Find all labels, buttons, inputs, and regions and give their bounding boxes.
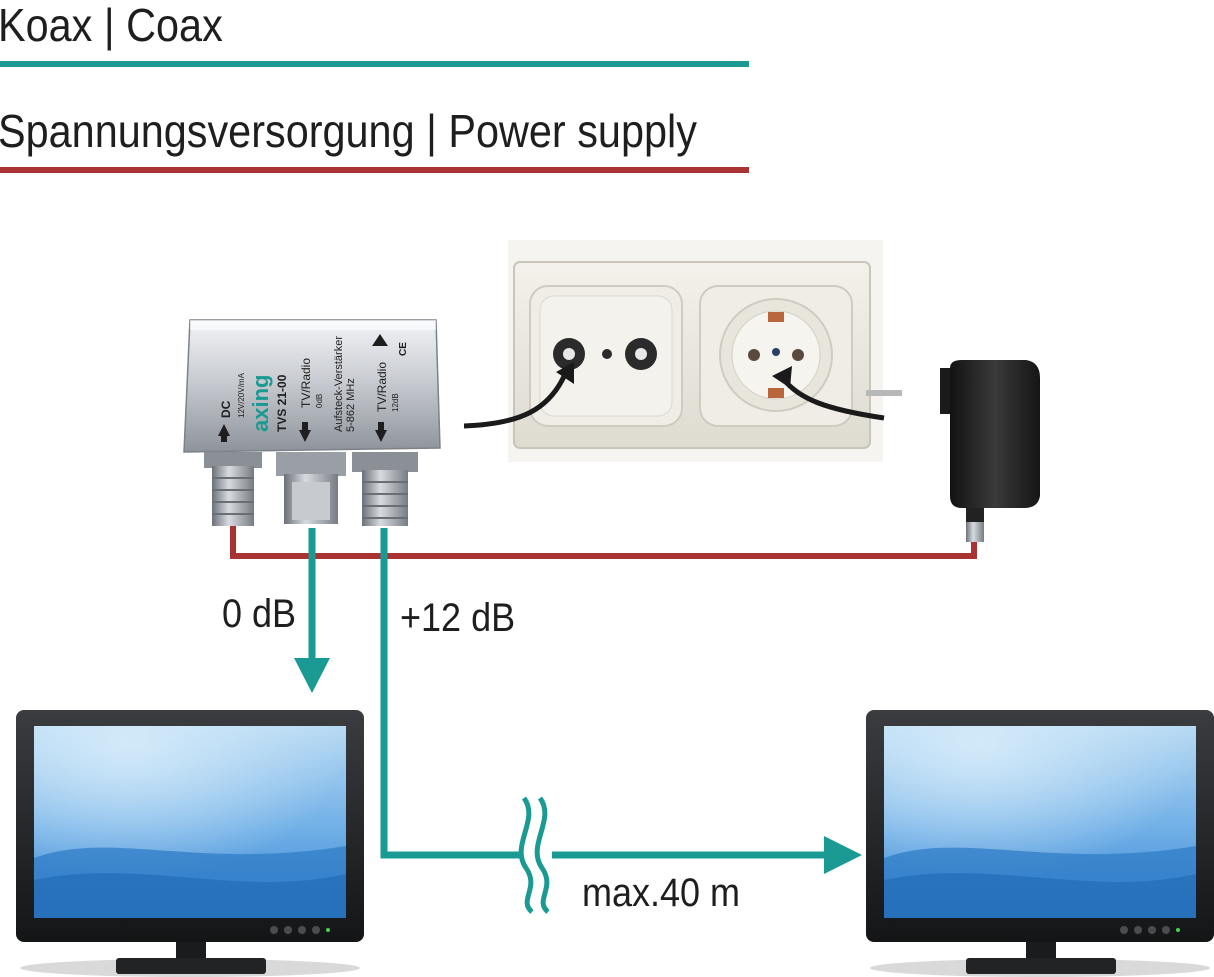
cable-break-mark-right [534, 796, 550, 914]
amp-dc-spec: 12V/20V/mA [237, 372, 246, 418]
tv-right [866, 710, 1214, 977]
amp-gain-12: 12dB [391, 393, 400, 412]
power-cable [230, 525, 977, 559]
power-rule [0, 167, 749, 173]
arrow-icon [556, 362, 574, 384]
coax-rule [0, 61, 749, 67]
amp-model: TVS 21-00 [275, 374, 289, 432]
arrow-down-icon [299, 430, 311, 442]
arrow-down-icon [375, 430, 387, 442]
cable-break-mark-left [518, 796, 534, 914]
heading-coax: Koax | Coax [0, 0, 223, 51]
connector-dc [204, 452, 262, 526]
label-12db: +12 dB [400, 596, 516, 640]
arrow-right-icon [824, 836, 862, 874]
connector-12db [352, 452, 418, 526]
heading-power-supply: Spannungsversorgung | Power supply [0, 105, 697, 157]
coax-cable-0db [294, 528, 330, 693]
arrow-icon [772, 366, 792, 388]
wall-socket [508, 240, 883, 462]
amp-freq: 5-862 MHz [345, 378, 357, 432]
amp-type: Aufsteck-Verstärker [333, 336, 345, 432]
amp-brand: axing [248, 375, 273, 432]
amplifier: axing TVS 21-00 DC 12V/20V/mA TV/Radio 0… [183, 319, 441, 526]
connector-0db [276, 452, 346, 524]
arrow-up-icon [218, 424, 230, 436]
label-0db: 0 dB [222, 592, 297, 636]
logo-mark-icon [372, 334, 388, 346]
amp-ce-mark: CE [398, 342, 409, 356]
arrow-down-icon [294, 658, 330, 693]
amp-tvradio-0db: TV/Radio [299, 358, 313, 408]
coax-cable-12db [380, 528, 862, 914]
label-max-length: max.40 m [582, 871, 741, 915]
power-adapter [866, 360, 1040, 542]
antenna-cable [463, 371, 569, 429]
amp-tvradio-12db: TV/Radio [375, 362, 389, 412]
tv-left [16, 710, 364, 977]
amp-dc-label: DC [219, 400, 233, 418]
amp-gain-0: 0dB [315, 394, 324, 408]
